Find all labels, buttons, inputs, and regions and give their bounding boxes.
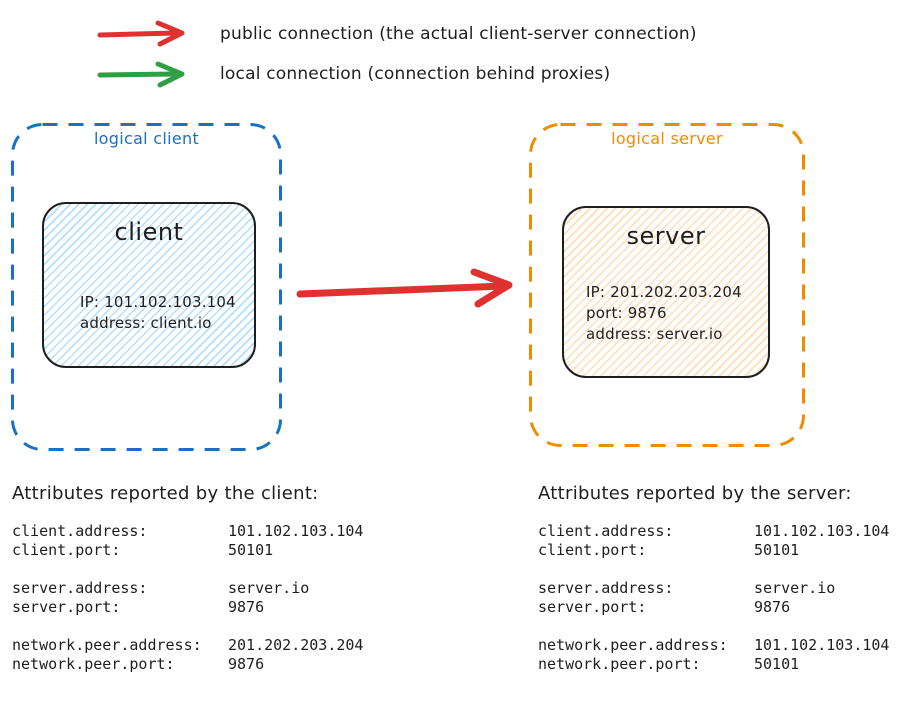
- server-ip-line: IP: 201.202.203.204: [586, 283, 742, 301]
- attr-row: client.address: 101.102.103.104: [12, 522, 364, 540]
- attr-row: server.port: 9876: [538, 598, 791, 616]
- server-node-details: IP: 201.202.203.204 port: 9876 address: …: [564, 282, 768, 345]
- client-attributes-block: Attributes reported by the client: clien…: [12, 483, 363, 693]
- server-attributes-heading: Attributes reported by the server:: [538, 483, 852, 504]
- client-attr-group-client: client.address: 101.102.103.104 client.p…: [12, 522, 363, 560]
- public-connection-arrow: [296, 268, 513, 308]
- logical-server-frame-border: [529, 123, 805, 447]
- server-attr-group-client: client.address: 101.102.103.104 client.p…: [538, 522, 889, 560]
- local-connection-arrow-icon: [97, 61, 185, 88]
- attr-row: server.address: server.io: [12, 579, 310, 597]
- attr-row: client.address: 101.102.103.104: [538, 522, 890, 540]
- server-address-line: address: server.io: [586, 325, 723, 343]
- legend-label-public-connection: public connection (the actual client-ser…: [220, 24, 697, 44]
- legend-item-public-connection: public connection (the actual client-ser…: [96, 19, 697, 49]
- logical-client-frame: logical client client IP: 101.102.103.10…: [10, 122, 283, 452]
- legend-label-local-connection: local connection (connection behind prox…: [220, 64, 611, 84]
- client-ip-line: IP: 101.102.103.104: [80, 293, 236, 311]
- client-node: client IP: 101.102.103.104 address: clie…: [42, 202, 256, 368]
- attr-row: server.port: 9876: [12, 598, 265, 616]
- attr-row: network.peer.address: 201.202.203.204: [12, 636, 364, 654]
- logical-server-label: logical server: [611, 129, 723, 148]
- legend-item-local-connection: local connection (connection behind prox…: [96, 59, 610, 89]
- attr-row: client.port: 50101: [538, 541, 800, 559]
- server-attributes-block: Attributes reported by the server: clien…: [538, 483, 889, 693]
- server-node-title: server: [626, 222, 706, 250]
- attr-row: client.port: 50101: [12, 541, 274, 559]
- server-node: server IP: 201.202.203.204 port: 9876 ad…: [562, 206, 770, 378]
- logical-server-frame: logical server server IP: 201.202.203.20…: [528, 122, 806, 448]
- attr-row: network.peer.address: 101.102.103.104: [538, 636, 890, 654]
- client-node-details: IP: 101.102.103.104 address: client.io: [44, 292, 254, 334]
- attr-row: server.address: server.io: [538, 579, 836, 597]
- client-attr-group-server: server.address: server.io server.port: 9…: [12, 579, 363, 617]
- public-connection-arrow-icon: [97, 20, 185, 47]
- server-attr-group-server: server.address: server.io server.port: 9…: [538, 579, 889, 617]
- server-attr-group-network-peer: network.peer.address: 101.102.103.104 ne…: [538, 636, 889, 674]
- logical-client-label: logical client: [93, 129, 200, 148]
- client-node-title: client: [114, 218, 184, 246]
- attr-row: network.peer.port: 50101: [538, 655, 800, 673]
- attr-row: network.peer.port: 9876: [12, 655, 265, 673]
- logical-client-frame-border: [11, 123, 282, 451]
- client-attributes-heading: Attributes reported by the client:: [12, 483, 319, 504]
- server-port-line: port: 9876: [586, 304, 667, 322]
- client-address-line: address: client.io: [80, 314, 212, 332]
- client-attr-group-network-peer: network.peer.address: 201.202.203.204 ne…: [12, 636, 363, 674]
